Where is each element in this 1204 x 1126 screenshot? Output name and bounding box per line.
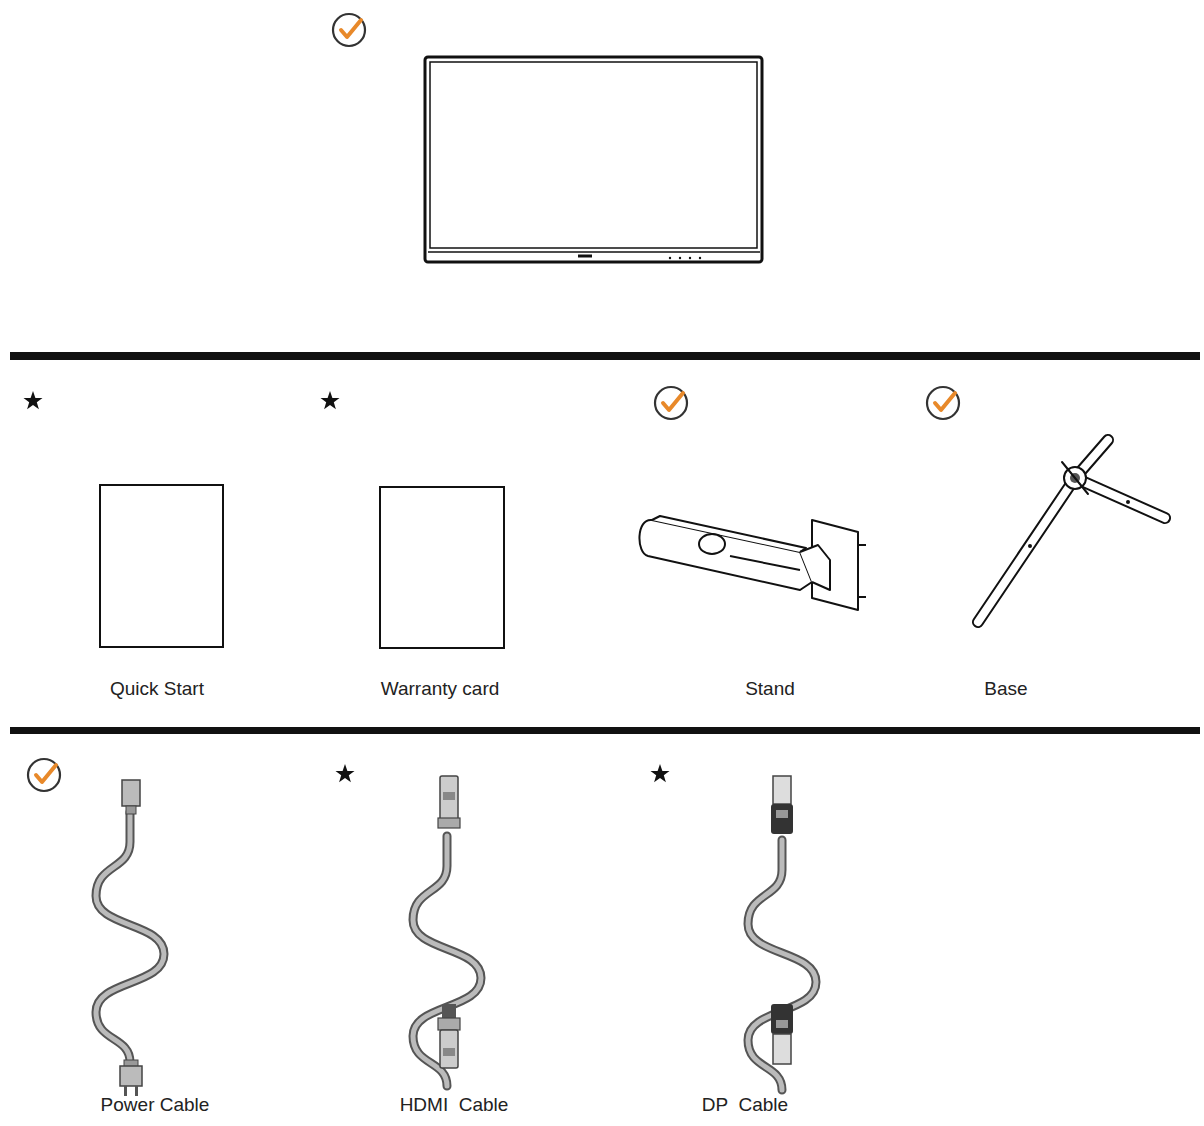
part-label: Base	[984, 678, 1027, 699]
optional-star	[321, 391, 340, 409]
hdmi-cable	[413, 776, 481, 1086]
part-label-holder: Warranty card	[381, 678, 500, 700]
included-mark	[333, 14, 365, 46]
dp-cable	[748, 776, 816, 1090]
part-label-holder: DP Cable	[702, 1094, 788, 1116]
base	[978, 440, 1165, 622]
optional-star	[336, 764, 355, 782]
included-mark	[927, 387, 959, 419]
part-label-holder: Quick Start	[110, 678, 204, 700]
part-label: Power Cable	[101, 1094, 210, 1115]
stand	[639, 516, 866, 610]
part-label-holder: Stand	[745, 678, 795, 700]
part-label: DP Cable	[702, 1094, 788, 1115]
optional-star	[24, 391, 43, 409]
part-label: Stand	[745, 678, 795, 699]
optional-star	[651, 764, 670, 782]
included-mark	[28, 759, 60, 791]
part-label-holder: Base	[984, 678, 1027, 700]
monitor	[425, 57, 762, 262]
part-label-holder: HDMI Cable	[400, 1094, 509, 1116]
power-cable	[96, 780, 164, 1096]
included-mark	[655, 387, 687, 419]
part-label: Quick Start	[110, 678, 204, 699]
part-label-holder: Power Cable	[101, 1094, 210, 1116]
warranty-sheet	[380, 487, 504, 648]
part-label: HDMI Cable	[400, 1094, 509, 1115]
divider	[10, 352, 1200, 360]
part-label: Warranty card	[381, 678, 500, 699]
divider	[10, 727, 1200, 734]
quick-start-sheet	[100, 485, 223, 647]
